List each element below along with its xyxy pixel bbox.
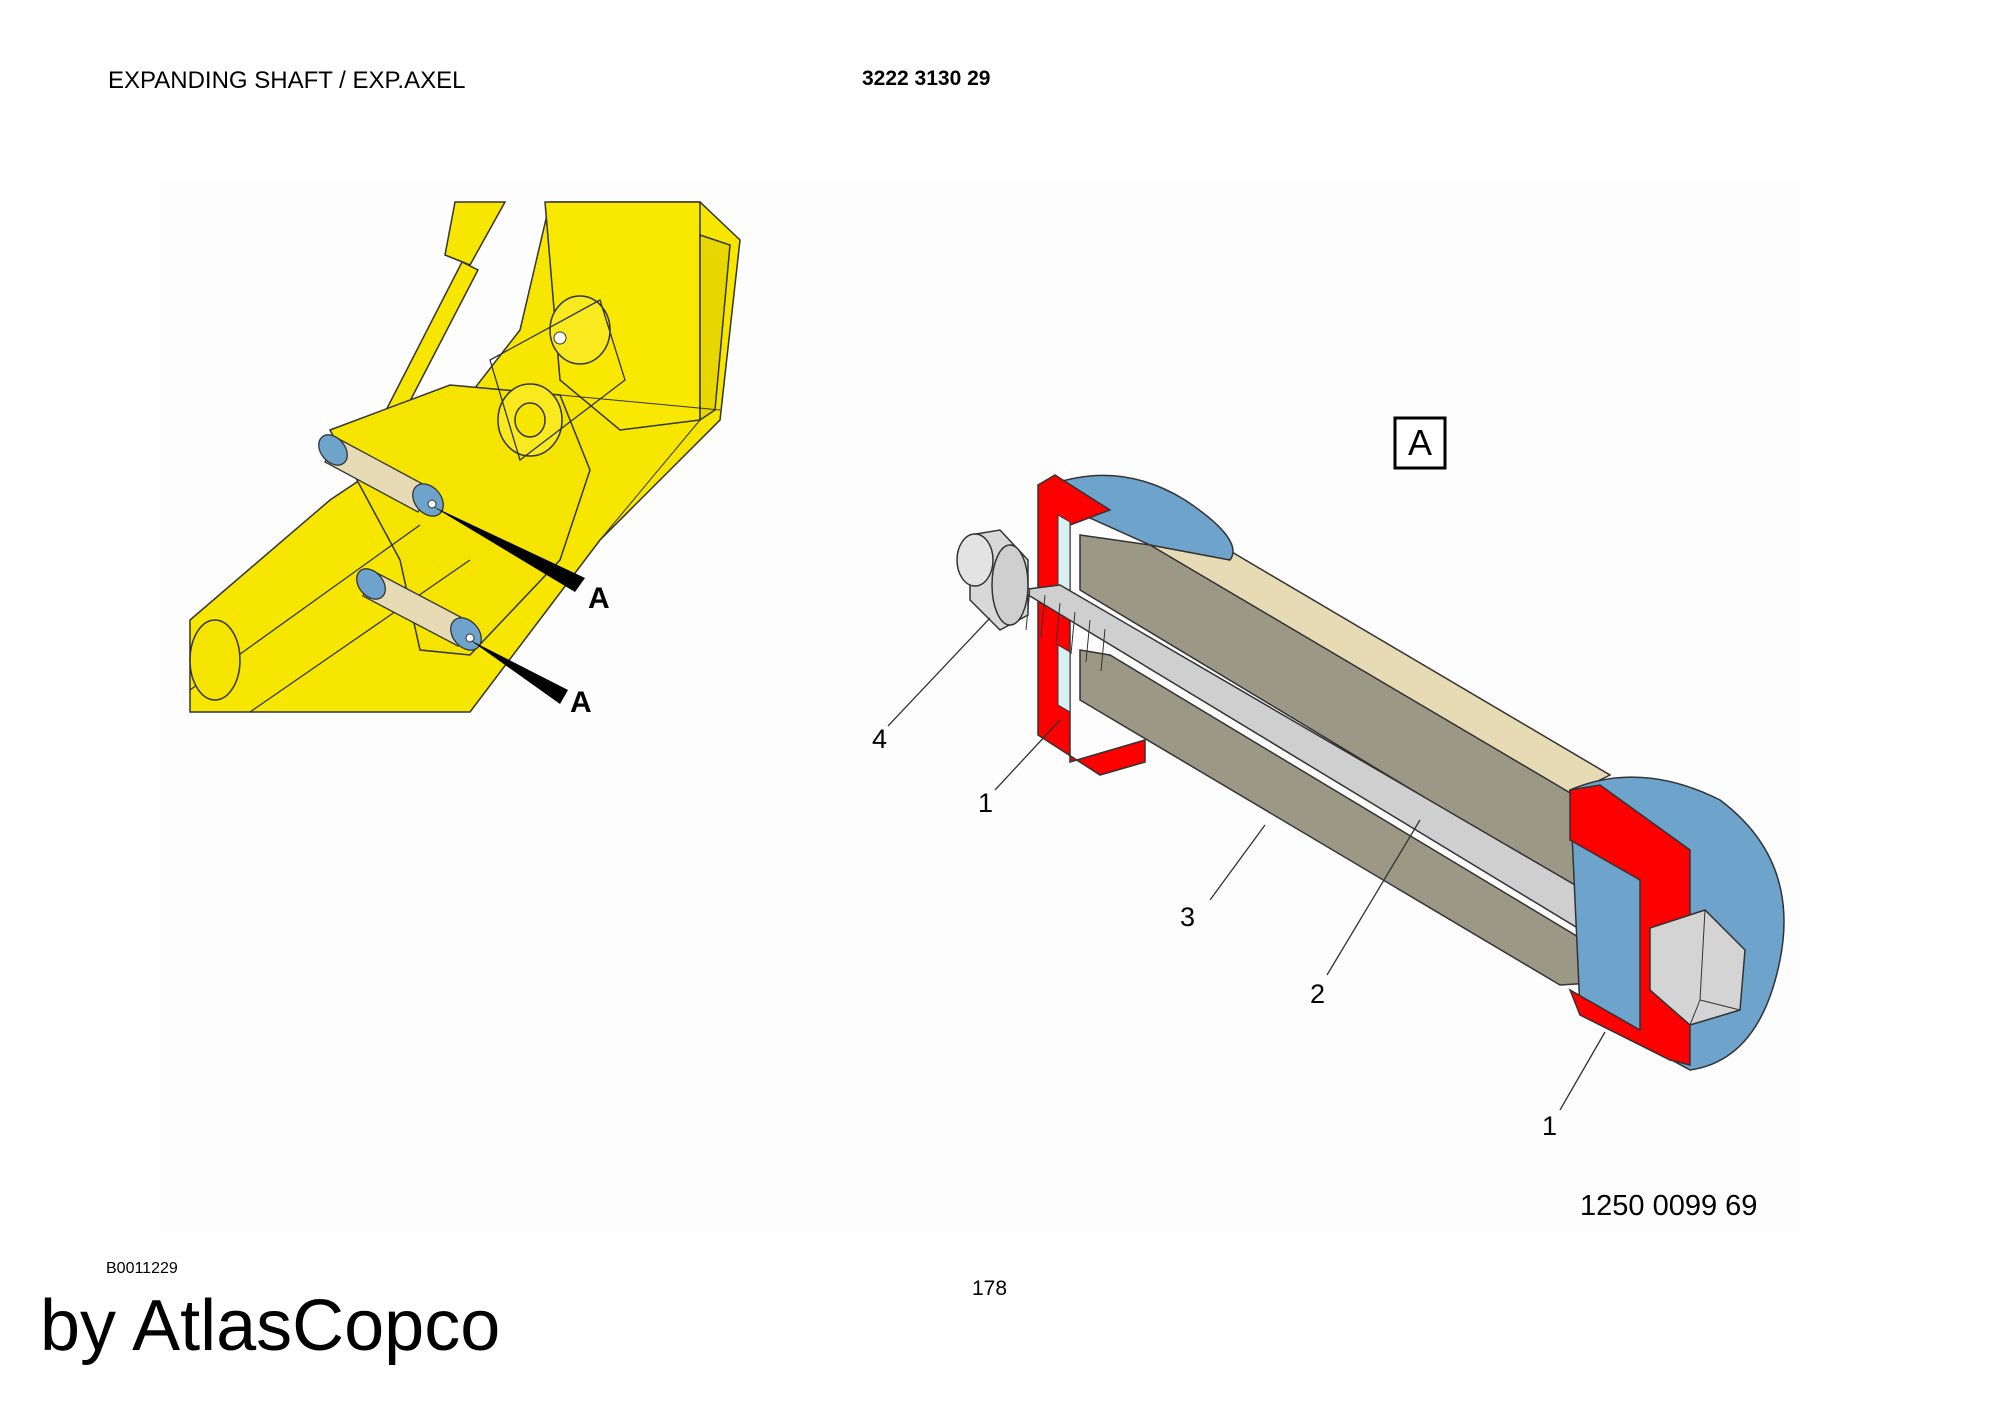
item-number: 4 (872, 724, 887, 754)
page-title: EXPANDING SHAFT / EXP.AXEL (108, 67, 466, 94)
document-code: B0011229 (106, 1260, 178, 1277)
item-number: 3 (1180, 902, 1195, 932)
item-number: 1 (1542, 1111, 1557, 1141)
callout-a-top: A (588, 582, 610, 615)
boom-overview-illustration (189, 201, 741, 713)
page-number: 178 (972, 1277, 1008, 1300)
expanding-shaft-section (887, 474, 1785, 1111)
detail-label: A (1408, 422, 1432, 463)
brand-text: by AtlasCopco (40, 1286, 501, 1366)
callout-a-bottom: A (570, 686, 592, 719)
item-number: 2 (1310, 979, 1325, 1009)
drawing-number: 1250 0099 69 (1580, 1190, 1757, 1222)
part-number: 3222 3130 29 (862, 67, 991, 90)
item-number: 1 (978, 788, 993, 818)
detail-label-box (1393, 416, 1447, 470)
